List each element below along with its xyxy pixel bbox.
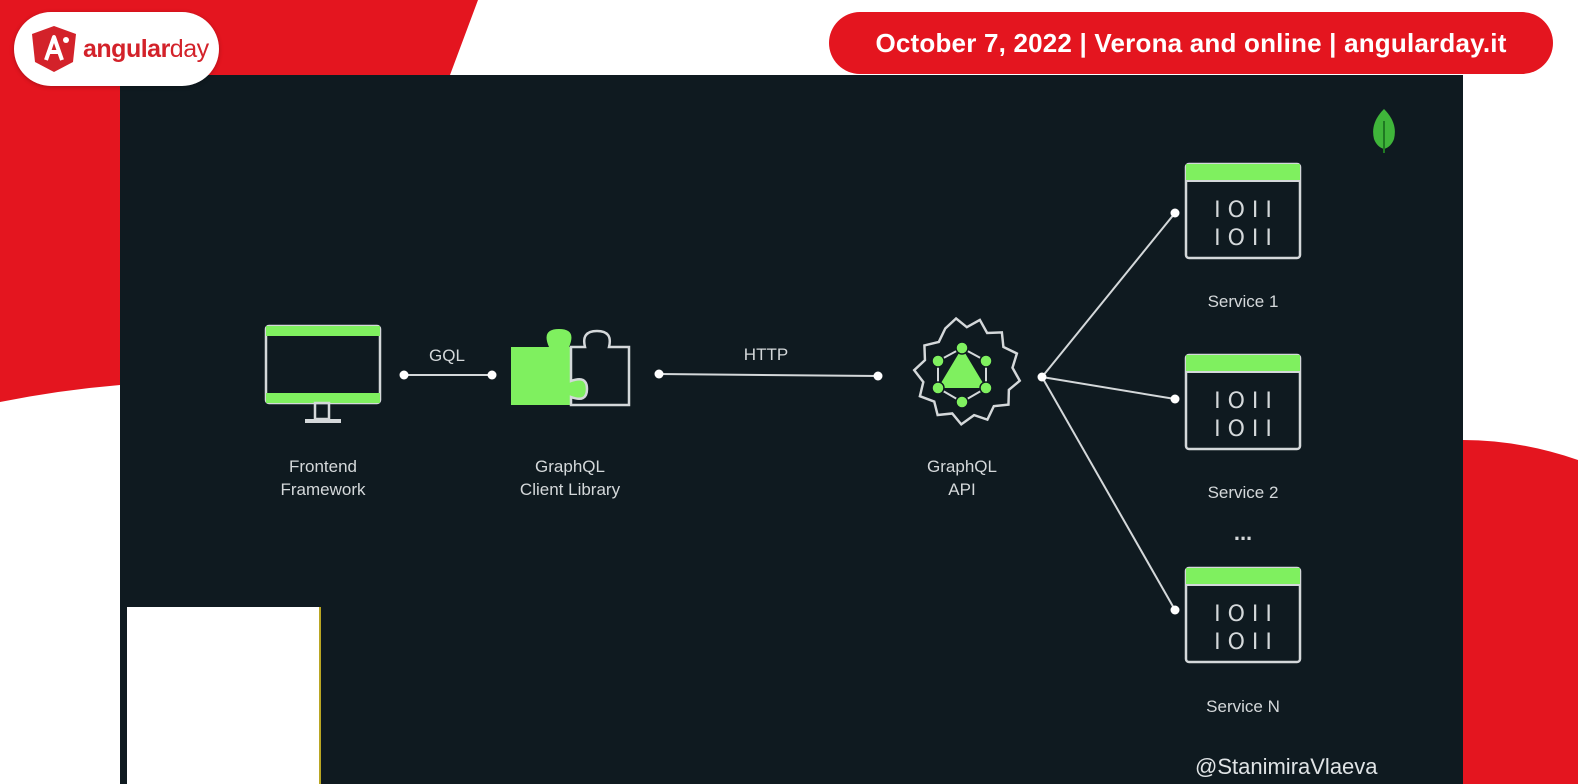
svg-text:I O I I: I O I I [1214,417,1272,442]
connector-dot [654,369,664,379]
node-label-serviceN: Service N [1206,697,1280,716]
slide-content: I O I I I O I I I O I I I O I I I O I I … [120,75,1463,784]
connector-dot [873,371,883,381]
puzzle-icon [511,329,631,407]
connector-dot [1037,372,1047,382]
server-binary-icon: I O I I I O I I [1184,162,1302,260]
monitor-icon [264,324,382,423]
connector-dot [1170,394,1180,404]
edge-label-http: HTTP [743,345,789,364]
svg-text:I O I I: I O I I [1214,602,1272,627]
edge-api-serviceN [1041,376,1176,611]
node-label-api: GraphQL API [927,457,997,499]
architecture-diagram: I O I I I O I I I O I I I O I I I O I I … [264,109,1395,664]
connector-dot [1170,605,1180,615]
edge-label-gql: GQL [429,346,465,365]
svg-text:I O I I: I O I I [1214,226,1272,251]
edge-api-service2 [1041,376,1176,400]
leaf-icon [1373,109,1395,153]
logo-text: angularday [83,35,209,63]
node-label-frontend: Frontend Framework [280,457,366,499]
svg-text:I O I I: I O I I [1214,389,1272,414]
angularday-logo[interactable]: angularday [14,12,219,86]
node-label-service2: Service 2 [1207,483,1279,502]
node-label-service1: Service 1 [1207,292,1279,311]
connector-dot [1170,208,1180,218]
svg-text:I O I I: I O I I [1214,198,1272,223]
connector-dot [487,370,497,380]
node-label-client: GraphQL Client Library [519,457,621,499]
edge-client-api [658,373,879,377]
services-ellipsis: ... [1233,520,1253,545]
event-banner: October 7, 2022 | Verona and online | an… [829,12,1553,74]
graphql-gear-icon [912,316,1022,427]
angularday-logo-icon [32,26,76,72]
server-binary-icon: I O I I I O I I [1184,566,1302,664]
server-binary-icon: I O I I I O I I [1184,353,1302,451]
webcam-overlay [127,607,321,784]
svg-text:I O I I: I O I I [1214,630,1272,655]
connector-dot [399,370,409,380]
speaker-handle: @StanimiraVlaeva [1195,754,1378,779]
edge-api-service1 [1041,212,1176,378]
